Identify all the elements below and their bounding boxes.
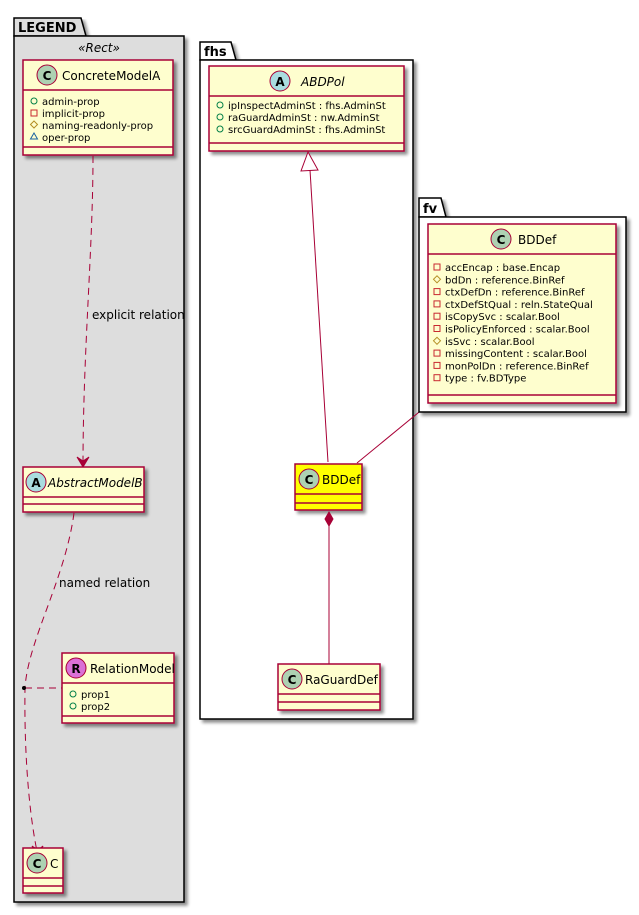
svg-text:C: C [305, 473, 314, 487]
relation-label-explicit: explicit relation [92, 308, 185, 322]
svg-text:C: C [43, 69, 52, 83]
class-name: ABDPol [300, 75, 345, 89]
attribute: bdDn : reference.BinRef [445, 275, 565, 286]
attribute: ctxDefDn : reference.BinRef [445, 288, 585, 299]
class-name: ConcreteModelA [62, 69, 161, 83]
attribute: srcGuardAdminSt : fhs.AdminSt [228, 125, 385, 136]
svg-text:A: A [275, 75, 285, 89]
class-circle-icon: C [490, 228, 512, 250]
class-name: AbstractModelB [47, 476, 143, 490]
private-visibility-icon [433, 349, 441, 357]
public-visibility-icon [216, 101, 224, 109]
abstract-circle-icon: A [269, 70, 291, 92]
attribute: ctxDefStQual : reln.StateQual [445, 300, 593, 311]
class-circle-icon: C [298, 468, 320, 490]
attribute: missingContent : scalar.Bool [445, 349, 587, 360]
class-raguarddef[interactable]: C RaGuardDef [277, 663, 381, 711]
protected-visibility-icon [432, 336, 442, 346]
private-visibility-icon [433, 263, 441, 271]
attribute: ipInspectAdminSt : fhs.AdminSt [228, 101, 386, 112]
class-concrete-model-a[interactable]: C ConcreteModelA admin-prop implicit-pro… [22, 59, 174, 156]
protected-visibility-icon [29, 120, 39, 129]
class-name: BDDef [322, 473, 361, 487]
private-visibility-icon [433, 300, 441, 308]
class-circle-icon: C [281, 668, 303, 690]
attribute: naming-readonly-prop [42, 121, 153, 132]
attribute: raGuardAdminSt : nw.AdminSt [228, 113, 380, 124]
relation-inheritance [300, 150, 329, 463]
class-circle-icon: C [26, 852, 48, 874]
private-visibility-icon [433, 312, 441, 320]
package-fv-name: fv [423, 202, 438, 217]
class-circle-icon: C [36, 64, 58, 86]
package-visibility-icon [29, 132, 39, 140]
class-name: C [50, 857, 58, 871]
protected-visibility-icon [432, 275, 442, 284]
public-visibility-icon [216, 125, 224, 133]
attribute: monPolDn : reference.BinRef [445, 361, 589, 372]
class-c[interactable]: C C [22, 847, 64, 894]
class-name: RelationModel [90, 662, 175, 676]
public-visibility-icon [69, 690, 77, 698]
relation-composition-raguard [324, 510, 334, 664]
attribute: isSvc : scalar.Bool [445, 337, 534, 348]
attribute: prop1 [81, 690, 110, 701]
private-visibility-icon [433, 325, 441, 332]
package-fhs-name: fhs [204, 45, 227, 60]
attribute: isCopySvc : scalar.Bool [445, 312, 560, 323]
class-fhs-bddef[interactable]: C BDDef [294, 463, 363, 511]
public-visibility-icon [69, 702, 77, 710]
svg-text:C: C [33, 857, 42, 871]
inheritance-arrow-icon [300, 150, 319, 172]
composition-diamond-icon [324, 510, 334, 528]
attribute: accEncap : base.Encap [445, 263, 560, 274]
package-fhs: fhs [199, 41, 414, 720]
public-visibility-icon [216, 113, 224, 121]
class-abstract-model-b[interactable]: A AbstractModelB [22, 466, 145, 513]
private-visibility-icon [433, 374, 441, 382]
class-abdpol[interactable]: A ABDPol ipInspectAdminSt : fhs.AdminSt … [208, 65, 405, 152]
public-visibility-icon [30, 97, 38, 105]
relation-circle-icon: R [65, 657, 87, 679]
class-name: RaGuardDef [305, 673, 379, 687]
attribute: oper-prop [42, 133, 90, 144]
private-visibility-icon [433, 361, 441, 369]
svg-text:A: A [31, 476, 41, 490]
relation-explicit: explicit relation [76, 155, 185, 468]
class-relation-model[interactable]: R RelationModel prop1 prop2 [61, 652, 175, 724]
abstract-circle-icon: A [25, 471, 47, 493]
class-name: BDDef [518, 233, 557, 247]
arrow-head-icon [76, 456, 90, 468]
svg-text:C: C [497, 233, 506, 247]
attribute: prop2 [81, 702, 110, 713]
attribute: implicit-prop [42, 109, 105, 120]
svg-text:R: R [71, 662, 80, 676]
private-visibility-icon [30, 109, 38, 117]
relation-label-named: named relation [59, 576, 150, 590]
svg-text:C: C [288, 673, 297, 687]
attribute: isPolicyEnforced : scalar.Bool [445, 325, 590, 336]
package-legend-name: LEGEND [18, 21, 77, 36]
legend-stereotype: «Rect» [78, 41, 120, 55]
private-visibility-icon [433, 288, 441, 296]
attribute: admin-prop [42, 97, 100, 108]
association-point-icon [22, 686, 26, 690]
attribute: type : fv.BDType [445, 374, 526, 385]
